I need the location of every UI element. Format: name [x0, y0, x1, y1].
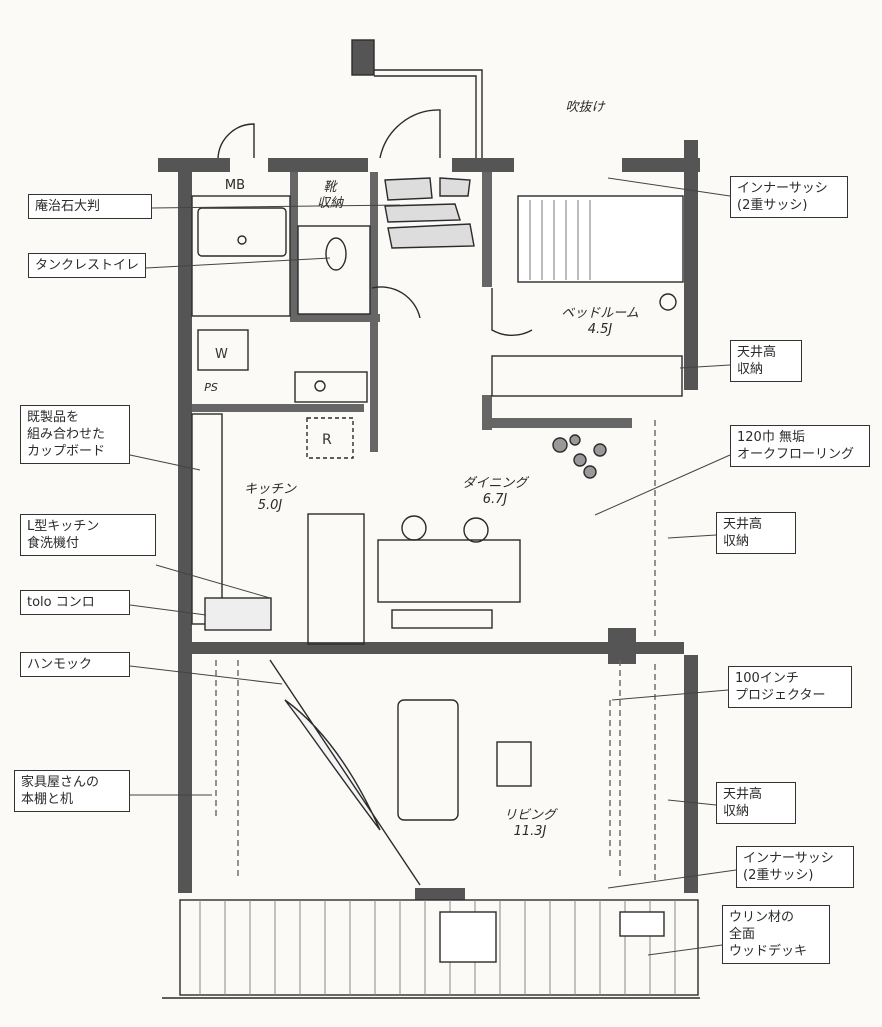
vanity [294, 371, 368, 403]
bathroom-outline [191, 195, 291, 317]
chair-1 [401, 515, 427, 541]
hammock [269, 659, 421, 886]
toilet-door [371, 286, 421, 319]
bed-stripes [529, 200, 591, 280]
toilet-bowl [325, 237, 347, 271]
bedroom-label: ベッドルーム 4.5J [561, 306, 639, 337]
stove [204, 597, 272, 631]
bench [391, 609, 493, 629]
bedroom-storage [491, 355, 683, 397]
callout-stove: tolo コンロ [20, 590, 130, 615]
tub-drain [237, 235, 247, 245]
callout-oak-flooring: 120巾 無垢 オークフローリング [730, 425, 870, 467]
fridge-label: R [322, 432, 332, 448]
entry-door [379, 109, 441, 159]
callout-ceiling-storage-1: 天井高 収納 [730, 340, 802, 382]
callout-ceiling-storage-3: 天井高 収納 [716, 782, 796, 824]
bedroom-door [491, 288, 533, 337]
leader-lines [129, 177, 737, 956]
callout-bookshelf: 家具屋さんの 本棚と机 [14, 770, 130, 812]
callout-projector: 100インチ プロジェクター [728, 666, 852, 708]
callout-inner-sash-bottom: インナーサッシ (2重サッシ) [736, 846, 854, 888]
exhaust-pipe [374, 69, 483, 160]
dining-table [377, 539, 521, 603]
coffee-table [496, 741, 532, 787]
chimney [351, 39, 375, 76]
dining-label: ダイニング 6.7J [462, 476, 528, 507]
sink [314, 380, 326, 392]
callout-tankless-toilet: タンクレストイレ [28, 253, 146, 278]
bathtub [197, 207, 287, 257]
sofa [397, 699, 459, 821]
callout-ceiling-storage-2: 天井高 収納 [716, 512, 796, 554]
deck-chair [439, 911, 497, 963]
callout-l-kitchen: L型キッチン 食洗機付 [20, 514, 156, 556]
washing-machine-area [197, 329, 249, 371]
kitchen-label: キッチン 5.0J [243, 482, 296, 513]
toilet-room [297, 225, 371, 315]
shoe-storage-label: 靴 収納 [316, 180, 343, 211]
washer-label: W [215, 347, 228, 362]
callout-inner-sash-top: インナーサッシ (2重サッシ) [730, 176, 848, 218]
chair-2 [463, 517, 489, 543]
callout-wood-deck: ウリン材の 全面 ウッドデッキ [722, 905, 830, 964]
fridge [306, 417, 354, 459]
mb-door [217, 123, 255, 159]
mb-label: MB [224, 178, 246, 193]
interior-walls [192, 172, 632, 452]
kitchen-counter [307, 513, 365, 645]
fan [659, 293, 677, 311]
atrium-label: 吹抜け [565, 100, 605, 115]
cupboard [191, 413, 223, 625]
wood-deck [179, 899, 699, 996]
callout-cupboard: 既製品を 組み合わせた カップボード [20, 405, 130, 464]
deck-box [619, 911, 665, 937]
flooring [215, 420, 656, 880]
deck-boards [199, 900, 676, 995]
entrance-stones [384, 177, 475, 249]
outer-walls [158, 140, 700, 900]
ps-label: PS [204, 381, 218, 394]
callout-stone-floor: 庵治石大判 [28, 194, 152, 219]
plant [552, 434, 607, 479]
callout-hammock: ハンモック [20, 652, 130, 677]
living-label: リビング 11.3J [503, 808, 556, 839]
bed [517, 195, 684, 283]
